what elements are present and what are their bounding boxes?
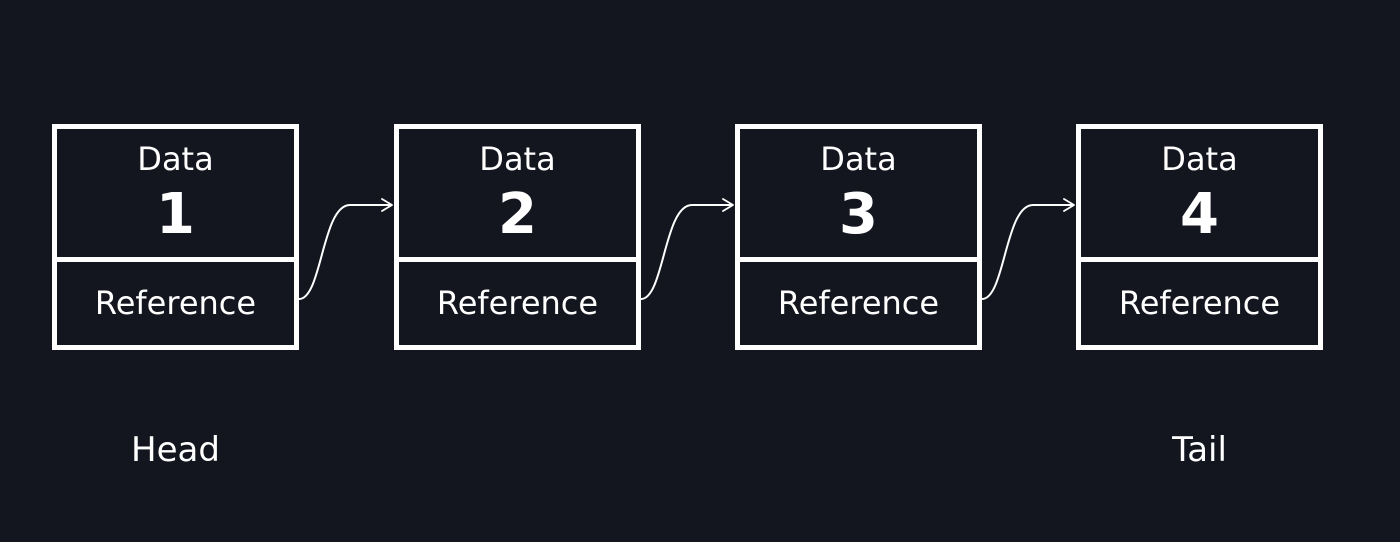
node-3: Data 3 Reference bbox=[735, 124, 982, 350]
node-1-value: 1 bbox=[156, 182, 195, 247]
arrow-node-3-to-node-4 bbox=[981, 198, 1075, 300]
node-3-data-label: Data bbox=[820, 140, 897, 178]
node-2-reference-label: Reference bbox=[436, 284, 599, 322]
arrow-node-2-to-node-3 bbox=[640, 198, 734, 300]
node-2-data-label: Data bbox=[479, 140, 556, 178]
node-1-reference-label: Reference bbox=[94, 284, 257, 322]
node-4-data-cell: Data 4 bbox=[1081, 129, 1318, 262]
node-4-value: 4 bbox=[1180, 182, 1219, 247]
node-4: Data 4 Reference bbox=[1076, 124, 1323, 350]
arrow-node-1-to-node-2 bbox=[298, 198, 393, 300]
node-4-data-label: Data bbox=[1161, 140, 1238, 178]
node-2-reference-cell: Reference bbox=[399, 262, 636, 345]
node-4-reference-cell: Reference bbox=[1081, 262, 1318, 345]
node-2-data-cell: Data 2 bbox=[399, 129, 636, 262]
node-3-data-cell: Data 3 bbox=[740, 129, 977, 262]
node-1-reference-cell: Reference bbox=[57, 262, 294, 345]
head-caption: Head bbox=[131, 430, 220, 470]
node-2-value: 2 bbox=[498, 182, 537, 247]
tail-caption: Tail bbox=[1172, 430, 1227, 470]
node-1: Data 1 Reference bbox=[52, 124, 299, 350]
node-1-data-label: Data bbox=[137, 140, 214, 178]
node-3-reference-label: Reference bbox=[777, 284, 940, 322]
node-4-reference-label: Reference bbox=[1118, 284, 1281, 322]
node-1-data-cell: Data 1 bbox=[57, 129, 294, 262]
node-3-reference-cell: Reference bbox=[740, 262, 977, 345]
node-2: Data 2 Reference bbox=[394, 124, 641, 350]
node-3-value: 3 bbox=[839, 182, 878, 247]
